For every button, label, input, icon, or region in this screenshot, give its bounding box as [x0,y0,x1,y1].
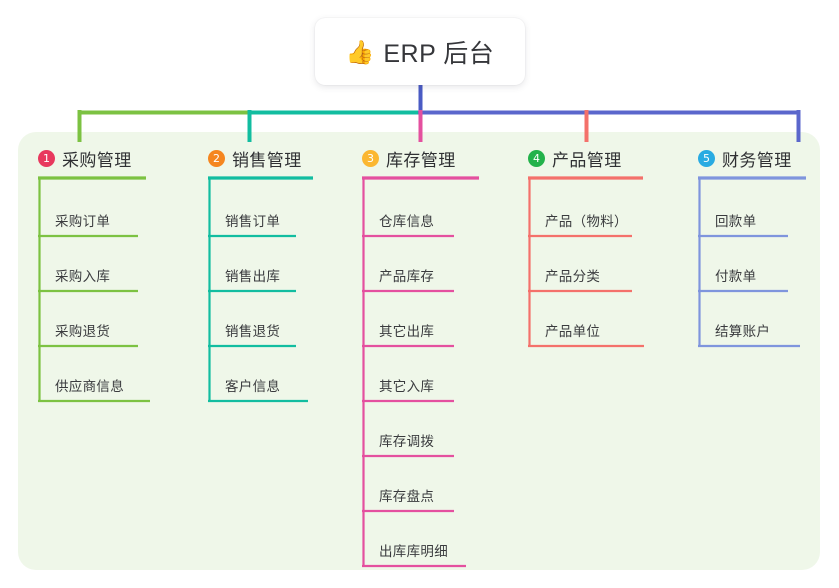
branch-lines-3 [362,176,479,568]
leaf-item[interactable]: 采购退货 [55,324,111,339]
leaf-item[interactable]: 客户信息 [225,379,281,394]
leaf-item[interactable]: 销售出库 [225,269,281,284]
leaf-item[interactable]: 产品单位 [545,324,601,339]
leaf-item[interactable]: 销售订单 [225,214,281,229]
leaf-item[interactable]: 产品（物料） [545,214,628,229]
branch-header-2[interactable]: 2 销售管理 [208,146,302,171]
branch-title-2: 销售管理 [232,151,302,170]
branch-header-4[interactable]: 4 产品管理 [528,146,622,171]
branch-lines-1 [38,176,150,403]
leaf-item[interactable]: 库存调拨 [379,434,435,449]
diagram-panel-background [18,132,820,570]
leaf-item[interactable]: 付款单 [715,269,757,284]
branch-badge-2: 2 [208,150,225,167]
leaf-item[interactable]: 仓库信息 [379,214,435,229]
branch-badge-5: 5 [698,150,715,167]
root-node[interactable]: 👍 ERP 后台 [315,18,525,85]
leaf-item[interactable]: 其它入库 [379,379,435,394]
leaf-item[interactable]: 供应商信息 [55,379,124,394]
branch-title-4: 产品管理 [552,151,622,170]
branch-lines-5 [698,176,806,348]
leaf-item[interactable]: 其它出库 [379,324,435,339]
leaf-item[interactable]: 回款单 [715,214,757,229]
branch-title-5: 财务管理 [722,151,792,170]
root-node-label: ERP 后台 [383,39,495,68]
branch-badge-4: 4 [528,150,545,167]
branch-header-3[interactable]: 3 库存管理 [362,146,456,171]
leaf-item[interactable]: 销售退货 [225,324,281,339]
leaf-item[interactable]: 出库库明细 [379,544,448,559]
branch-badge-3: 3 [362,150,379,167]
leaf-item[interactable]: 产品库存 [379,269,435,284]
branch-title-3: 库存管理 [386,151,456,170]
branch-badge-1: 1 [38,150,55,167]
leaf-item[interactable]: 采购入库 [55,269,111,284]
leaf-item[interactable]: 采购订单 [55,214,111,229]
branch-header-5[interactable]: 5 财务管理 [698,146,792,171]
thumbs-up-icon: 👍 [345,39,375,65]
branch-lines-4 [528,176,644,348]
leaf-item[interactable]: 产品分类 [545,269,601,284]
branch-lines-2 [208,176,313,403]
branch-header-1[interactable]: 1 采购管理 [38,146,132,171]
branch-title-1: 采购管理 [62,151,132,170]
leaf-item[interactable]: 结算账户 [715,324,771,339]
leaf-item[interactable]: 库存盘点 [379,489,435,504]
